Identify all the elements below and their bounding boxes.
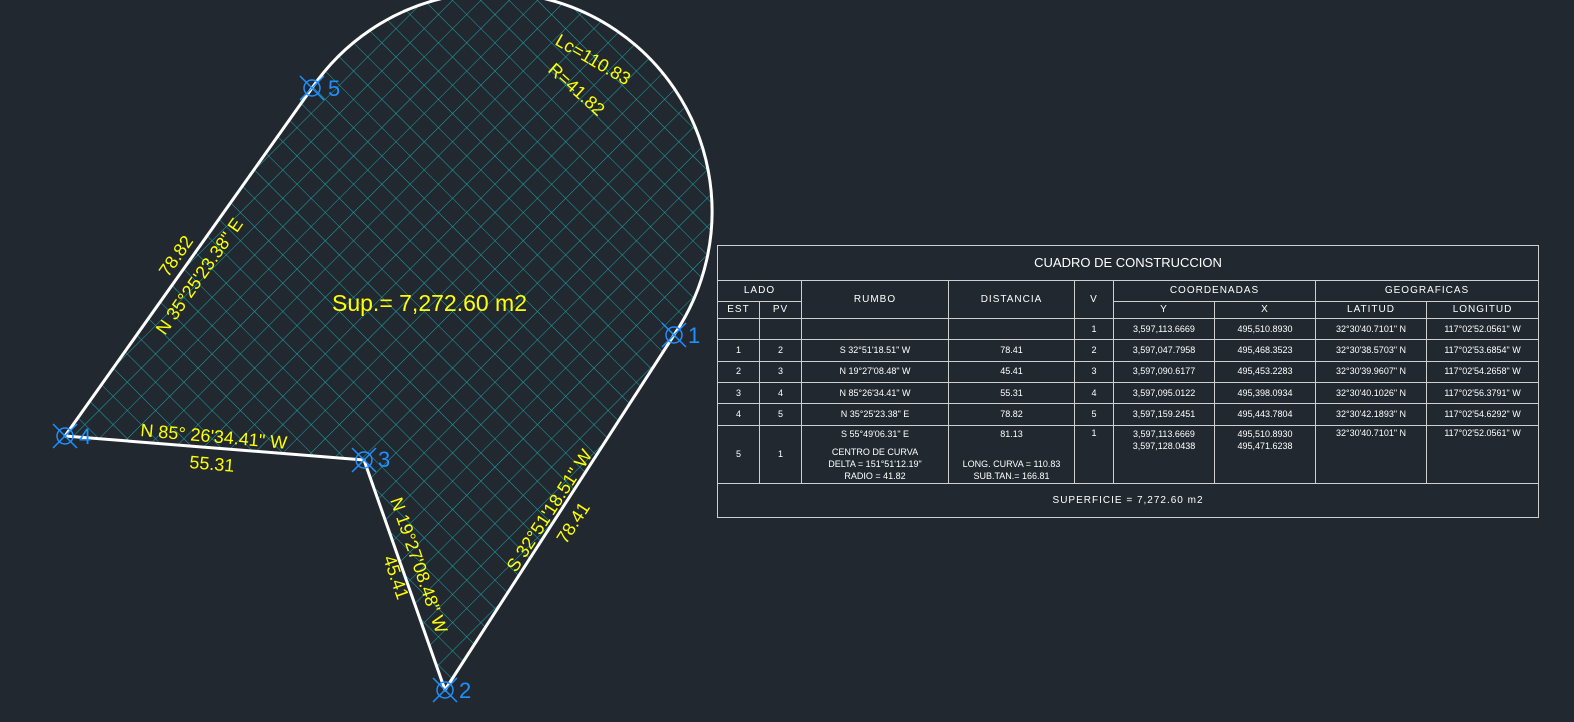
header-v: V xyxy=(1074,279,1114,320)
vertex-label-3: 3 xyxy=(378,447,390,472)
cell-v: 1 xyxy=(1074,318,1114,341)
header-distancia: DISTANCIA xyxy=(948,279,1075,320)
cell-v: 5 xyxy=(1074,403,1114,426)
cell-lon: 117°02'56.3791" W xyxy=(1425,381,1540,405)
header-geograficas: GEOGRAFICAS xyxy=(1314,279,1540,302)
table-row: 2 3 N 19°27'08.48" W 45.41 3 3,597,090.6… xyxy=(717,360,1540,384)
cell-x-curve: 495,510.8930 495,471.6238 xyxy=(1214,424,1316,485)
vertex-label-2: 2 xyxy=(459,678,471,703)
table-row: 3 4 N 85°26'34.41" W 55.31 4 3,597,095.0… xyxy=(717,381,1540,405)
cell-y: 3,597,095.0122 xyxy=(1113,381,1215,405)
cell-pv: 3 xyxy=(759,360,802,384)
cell-pv: 2 xyxy=(759,339,802,362)
side-3-4-distance: 55.31 xyxy=(189,452,236,476)
vertex-marker-3 xyxy=(351,447,377,473)
cell-est: 4 xyxy=(717,403,760,426)
vertex-marker-1 xyxy=(661,322,687,348)
header-lado: LADO xyxy=(717,279,802,302)
cell-rumbo: N 19°27'08.48" W xyxy=(801,360,949,384)
header-latitud: LATITUD xyxy=(1315,300,1427,320)
header-pv: PV xyxy=(759,300,802,320)
cell-lon: 117°02'52.0561" W xyxy=(1425,318,1540,341)
cell-est: 5 xyxy=(717,424,760,485)
vertex-label-4: 4 xyxy=(79,424,91,449)
cell-y: 3,597,113.6669 xyxy=(1113,318,1215,341)
cell-est: 3 xyxy=(717,381,760,405)
construction-table: CUADRO DE CONSTRUCCION LADO RUMBO DISTAN… xyxy=(716,245,1540,518)
vertex-marker-4 xyxy=(52,423,78,449)
cell-lat: 32°30'40.7101" N xyxy=(1315,318,1427,341)
header-coordenadas: COORDENADAS xyxy=(1113,279,1316,302)
cell-x: 495,398.0934 xyxy=(1214,381,1316,405)
cell-pv: 4 xyxy=(759,381,802,405)
curve-delta: DELTA = 151°51'12.19" xyxy=(828,458,922,469)
curve-radio: RADIO = 41.82 xyxy=(844,470,906,481)
cell-lat: 32°30'39.9607" N xyxy=(1315,360,1427,384)
cell-est: 1 xyxy=(717,339,760,362)
header-rumbo: RUMBO xyxy=(801,279,949,320)
cell-x: 495,510.8930 xyxy=(1214,318,1316,341)
curve-y1: 3,597,113.6669 xyxy=(1133,428,1195,439)
cell-lon: 117°02'54.2658" W xyxy=(1425,360,1540,384)
cell-x: 495,468.3523 xyxy=(1214,339,1316,362)
vertex-markers xyxy=(52,75,687,703)
cell-distancia-curve: 81.13 LONG. CURVA = 110.83 SUB.TAN.= 166… xyxy=(948,424,1075,485)
curve-y2: 3,597,128.0438 xyxy=(1132,440,1196,451)
cell-rumbo: N 35°25'23.38" E xyxy=(801,403,949,426)
cell-y: 3,597,047.7958 xyxy=(1113,339,1215,362)
header-y: Y xyxy=(1113,300,1215,320)
curve-subtan: SUB.TAN.= 166.81 xyxy=(973,470,1050,481)
cell-v: 2 xyxy=(1074,339,1114,362)
cell-y: 3,597,159.2451 xyxy=(1113,403,1215,426)
cell-distancia: 45.41 xyxy=(948,360,1075,384)
vertex-label-5: 5 xyxy=(328,76,340,101)
cell-x: 495,453.2283 xyxy=(1214,360,1316,384)
cell-lat: 32°30'40.7101" N xyxy=(1315,424,1427,485)
superficie-total: SUPERFICIE = 7,272.60 m2 xyxy=(716,483,1540,518)
cell-est: 2 xyxy=(717,360,760,384)
table-row: 4 5 N 35°25'23.38" E 78.82 5 3,597,159.2… xyxy=(717,403,1540,426)
curve-rumbo: S 55°49'06.31" E xyxy=(840,428,910,439)
curve-long-curva: LONG. CURVA = 110.83 xyxy=(962,458,1061,469)
cell-v: 4 xyxy=(1074,381,1114,405)
table-row: 1 2 S 32°51'18.51" W 78.41 2 3,597,047.7… xyxy=(717,339,1540,362)
cell-lat: 32°30'42.1893" N xyxy=(1315,403,1427,426)
cell-pv: 5 xyxy=(759,403,802,426)
surface-label: Sup.= 7,272.60 m2 xyxy=(332,290,527,316)
parcel-boundary xyxy=(63,0,714,692)
cell-distancia: 55.31 xyxy=(948,381,1075,405)
curve-row: 5 1 S 55°49'06.31" E CENTRO DE CURVA DEL… xyxy=(717,424,1540,485)
table-row: 1 3,597,113.6669 495,510.8930 32°30'40.7… xyxy=(717,318,1540,341)
header-x: X xyxy=(1214,300,1316,320)
curve-distancia: 81.13 xyxy=(1000,428,1023,439)
table-title: CUADRO DE CONSTRUCCION xyxy=(716,245,1540,281)
cell-y-curve: 3,597,113.6669 3,597,128.0438 xyxy=(1113,424,1215,485)
curve-x2: 495,471.6238 xyxy=(1237,440,1293,451)
cell-rumbo: S 32°51'18.51" W xyxy=(801,339,949,362)
cell-lat: 32°30'38.5703" N xyxy=(1315,339,1427,362)
cell-distancia: 78.82 xyxy=(948,403,1075,426)
header-est: EST xyxy=(717,300,760,320)
cell-lon: 117°02'54.6292" W xyxy=(1425,403,1540,426)
cell-lat: 32°30'40.1026" N xyxy=(1315,381,1427,405)
curve-centro: CENTRO DE CURVA xyxy=(831,446,919,457)
vertex-marker-5 xyxy=(299,75,325,101)
header-longitud: LONGITUD xyxy=(1425,300,1540,320)
cell-pv: 1 xyxy=(759,424,802,485)
cell-rumbo-curve: S 55°49'06.31" E CENTRO DE CURVA DELTA =… xyxy=(801,424,949,485)
cell-y: 3,597,090.6177 xyxy=(1113,360,1215,384)
cell-distancia: 78.41 xyxy=(948,339,1075,362)
cell-rumbo: N 85°26'34.41" W xyxy=(801,381,949,405)
curve-x1: 495,510.8930 xyxy=(1237,428,1293,439)
cell-x: 495,443.7804 xyxy=(1214,403,1316,426)
cell-lon: 117°02'53.6854" W xyxy=(1425,339,1540,362)
cell-v: 3 xyxy=(1074,360,1114,384)
vertex-label-1: 1 xyxy=(688,323,700,348)
cell-lon: 117°02'52.0561" W xyxy=(1425,424,1540,485)
cell-v: 1 xyxy=(1074,424,1114,485)
vertex-marker-2 xyxy=(432,677,458,703)
